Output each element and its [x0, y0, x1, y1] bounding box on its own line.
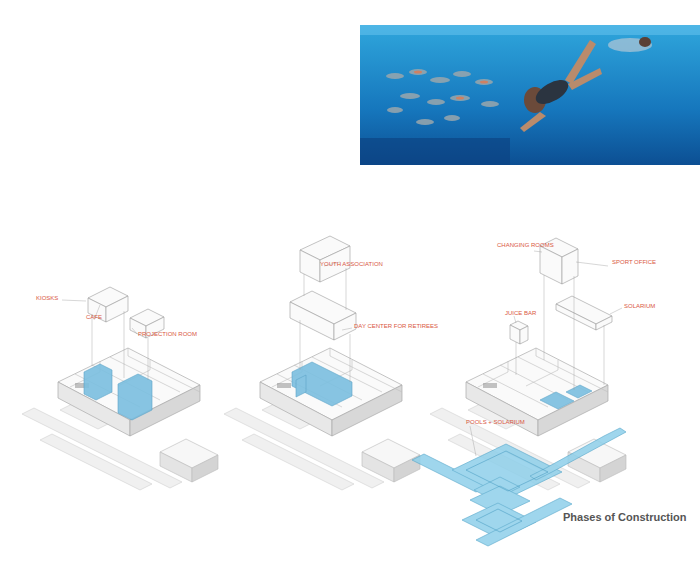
- room-label: SPORT OFFICE: [612, 259, 656, 265]
- room-label: CAFE: [86, 314, 102, 320]
- room-label: POOLS + SOLARIUM: [466, 419, 525, 425]
- room-label: SOLARIUM: [624, 303, 655, 309]
- room-label: YOUTH ASSOCIATION: [320, 261, 383, 267]
- room-label: CHANGING ROOMS: [497, 242, 554, 248]
- room-label: KIOSKS: [36, 295, 58, 301]
- room-label: PROJECTION ROOM: [138, 331, 197, 337]
- room-label: DAY CENTER FOR RETIREES: [354, 323, 438, 329]
- room-label: JUICE BAR: [505, 310, 536, 316]
- diagram-caption: Phases of Construction: [563, 511, 686, 523]
